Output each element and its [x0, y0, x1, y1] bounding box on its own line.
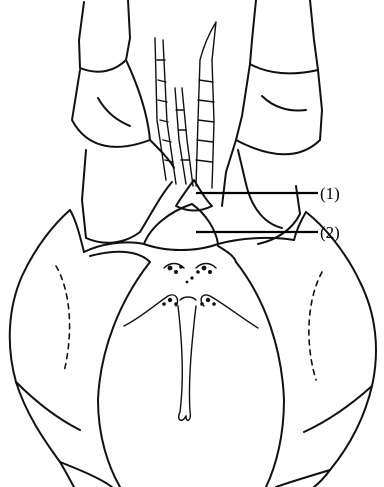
pore-dot [168, 266, 173, 271]
right-leg [222, 0, 322, 244]
carapace [10, 210, 376, 487]
antennae [155, 22, 216, 188]
left-eye-outline [56, 266, 70, 372]
callout-label-1: (1) [320, 184, 340, 203]
epistome-plate [144, 204, 218, 250]
callout-label-2: (2) [320, 223, 340, 242]
central-structures [124, 264, 258, 421]
left-leg [72, 0, 174, 243]
right-eye-outline [309, 272, 322, 380]
